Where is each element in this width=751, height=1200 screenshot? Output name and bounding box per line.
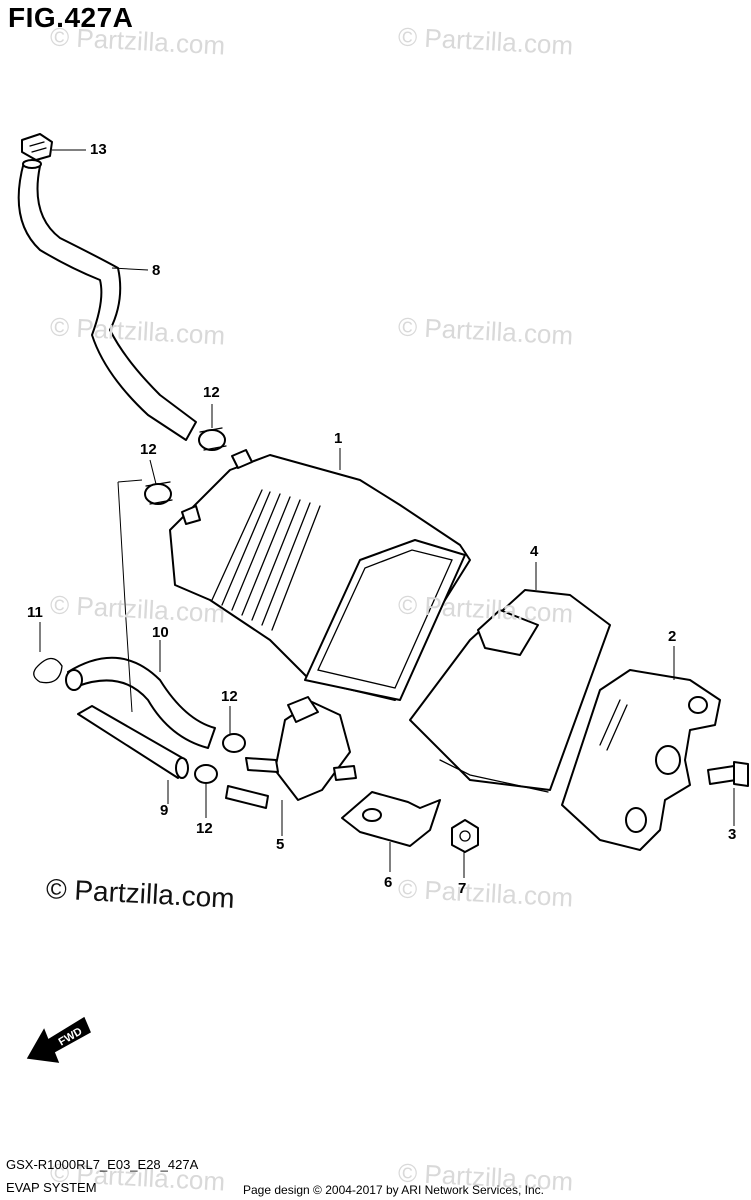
- part-12-clamp-upper[interactable]: [198, 427, 227, 451]
- callout-12[interactable]: 12: [196, 820, 213, 837]
- fwd-arrow-icon: [26, 1016, 91, 1063]
- callout-8[interactable]: 8: [152, 262, 161, 279]
- figure-title: FIG.427A: [8, 2, 134, 33]
- part-8-hose[interactable]: [17, 159, 197, 441]
- callout-2[interactable]: 2: [668, 628, 677, 645]
- callout-1[interactable]: 1: [334, 430, 343, 447]
- part-3-bolt[interactable]: [707, 761, 749, 787]
- part-2-bracket[interactable]: [561, 669, 721, 851]
- callout-12[interactable]: 12: [140, 441, 157, 458]
- part-5-valve[interactable]: [225, 696, 357, 809]
- callout-10[interactable]: 10: [152, 624, 169, 641]
- leader-lines: [39, 149, 735, 878]
- part-10-hose[interactable]: [65, 656, 216, 749]
- callout-5[interactable]: 5: [276, 836, 285, 853]
- callout-12[interactable]: 12: [221, 688, 238, 705]
- part-13-clamp[interactable]: [21, 133, 53, 161]
- callout-13[interactable]: 13: [90, 141, 107, 158]
- callout-7[interactable]: 7: [458, 880, 467, 897]
- part-12-clamp-valve-upper[interactable]: [222, 733, 246, 753]
- part-7-nut[interactable]: [451, 819, 479, 853]
- part-12-clamp-left[interactable]: [144, 481, 173, 505]
- callout-12[interactable]: 12: [203, 384, 220, 401]
- callout-11[interactable]: 11: [27, 604, 43, 621]
- part-11-clip[interactable]: [33, 657, 63, 684]
- callout-9[interactable]: 9: [160, 802, 169, 819]
- section-name: EVAP SYSTEM: [6, 1180, 97, 1195]
- page-credit: Page design © 2004-2017 by ARI Network S…: [243, 1183, 545, 1197]
- part-12-clamp-valve-lower[interactable]: [194, 764, 218, 784]
- callout-3[interactable]: 3: [728, 826, 737, 843]
- callout-4[interactable]: 4: [530, 543, 539, 560]
- callout-6[interactable]: 6: [384, 874, 393, 891]
- model-code: GSX-R1000RL7_E03_E28_427A: [6, 1157, 199, 1172]
- part-1-canister[interactable]: [169, 449, 471, 701]
- part-6-bracket[interactable]: [341, 791, 441, 847]
- part-9-hose[interactable]: [77, 705, 189, 779]
- part-4-cover[interactable]: [409, 589, 611, 793]
